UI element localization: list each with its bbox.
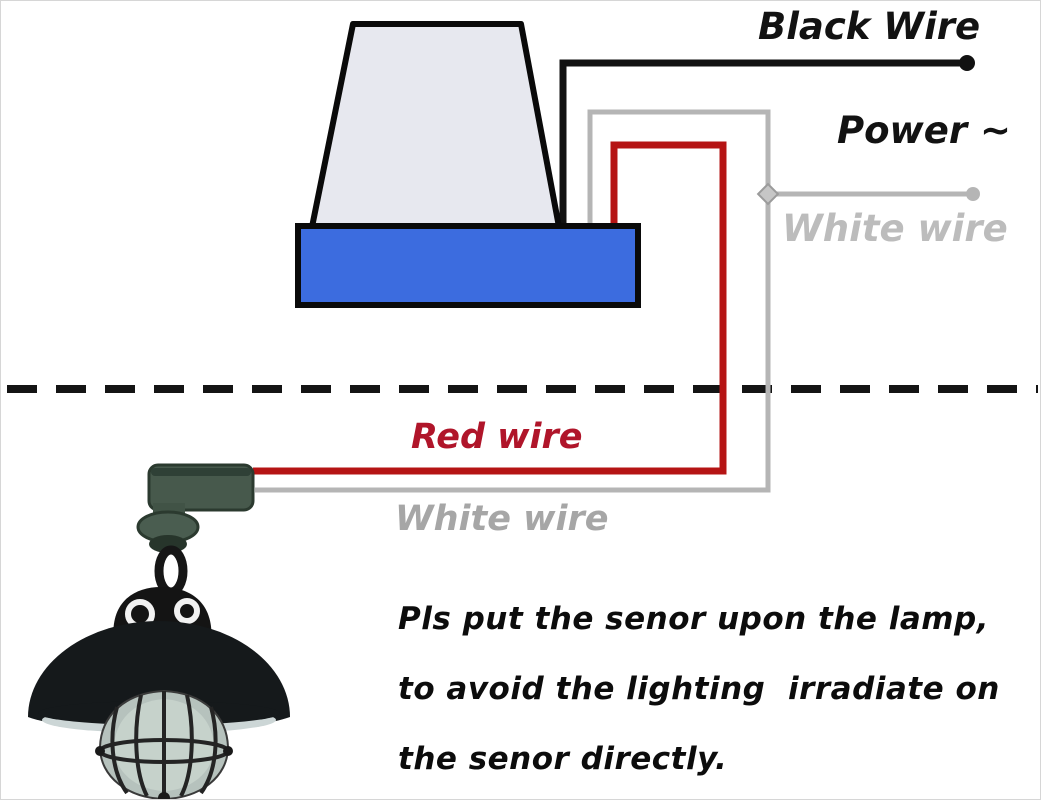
caption-line-3: the senor directly. (398, 741, 728, 777)
black-wire-endpoint (959, 55, 975, 71)
black-wire-path (559, 59, 967, 226)
lamp-hook-link (154, 545, 188, 597)
white-wire-endpoint (966, 187, 980, 201)
lamp-conduit-shadow (151, 468, 251, 476)
caption-line-1: Pls put the senor upon the lamp, (398, 601, 990, 637)
caption-line-2: to avoid the lighting irradiate on (398, 671, 1000, 707)
pendant-lamp-illustration (28, 463, 290, 799)
red-wire-label: Red wire (411, 417, 583, 457)
lamp-conduit-arm (147, 463, 255, 512)
white-wire-bottom-label: White wire (395, 499, 609, 539)
lamp-finial (158, 792, 170, 799)
cage-bolt-left (95, 746, 105, 756)
wire-junction-node (756, 182, 780, 206)
white-wire-path (255, 109, 771, 493)
red-wire-path (253, 141, 727, 475)
photocell-sensor-base (295, 223, 641, 308)
photocell-sensor-body (309, 21, 562, 230)
black-wire-label: Black Wire (758, 5, 981, 48)
bracket-curl-right (174, 598, 200, 624)
cage-bolt-right (223, 746, 233, 756)
power-label: Power ~ (837, 109, 1011, 152)
white-wire-top-label: White wire (782, 207, 1008, 250)
